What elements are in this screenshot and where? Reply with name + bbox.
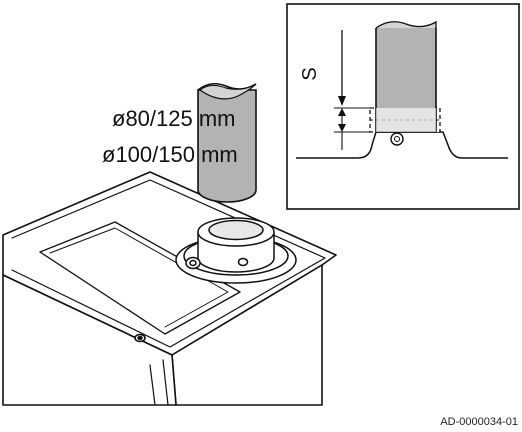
boiler-casing [2,171,337,406]
flue-adapter [175,217,297,284]
flue-pipe [197,82,257,203]
detail-inset: S [286,3,520,210]
dimension-letter-s: S [299,67,321,80]
diameter-label-100-150: ø100/150 mm [102,142,238,167]
diameter-label-80-125: ø80/125 mm [112,106,236,131]
reference-code: AD-0000034-01 [440,416,518,428]
